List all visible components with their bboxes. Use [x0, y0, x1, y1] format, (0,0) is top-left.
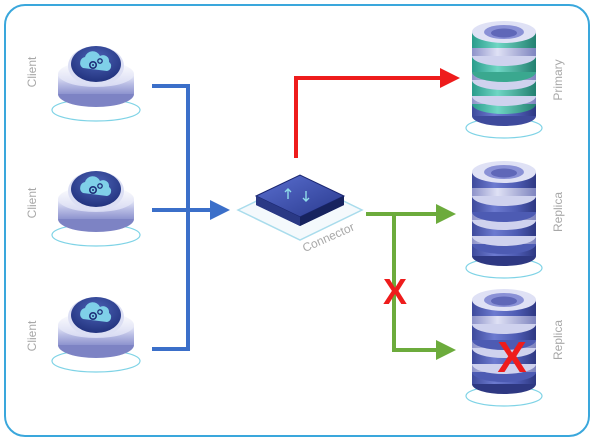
- database-replica-2: [465, 289, 543, 407]
- client-link-1: [152, 84, 190, 351]
- connector-node: [236, 174, 364, 241]
- swap-arrows-icon: [284, 188, 310, 202]
- database-primary: [465, 21, 543, 139]
- client-label-2: Client: [25, 187, 39, 218]
- replica-link-2: [392, 214, 456, 360]
- database-replica-1: [465, 161, 543, 279]
- failed-database-mark: X: [497, 333, 526, 382]
- client-label-1: Client: [25, 56, 39, 87]
- database-label-replica-1: Replica: [551, 192, 565, 232]
- database-label-replica-2: Replica: [551, 320, 565, 360]
- database-icon: [465, 161, 543, 279]
- client-label-3: Client: [25, 320, 39, 351]
- database-icon: [465, 21, 543, 139]
- replica-links: [366, 204, 456, 360]
- primary-link: [294, 68, 460, 158]
- blocked-route-mark: X: [383, 271, 407, 312]
- database-icon: [465, 289, 543, 407]
- database-label-primary: Primary: [551, 59, 565, 100]
- client-links: [152, 84, 230, 351]
